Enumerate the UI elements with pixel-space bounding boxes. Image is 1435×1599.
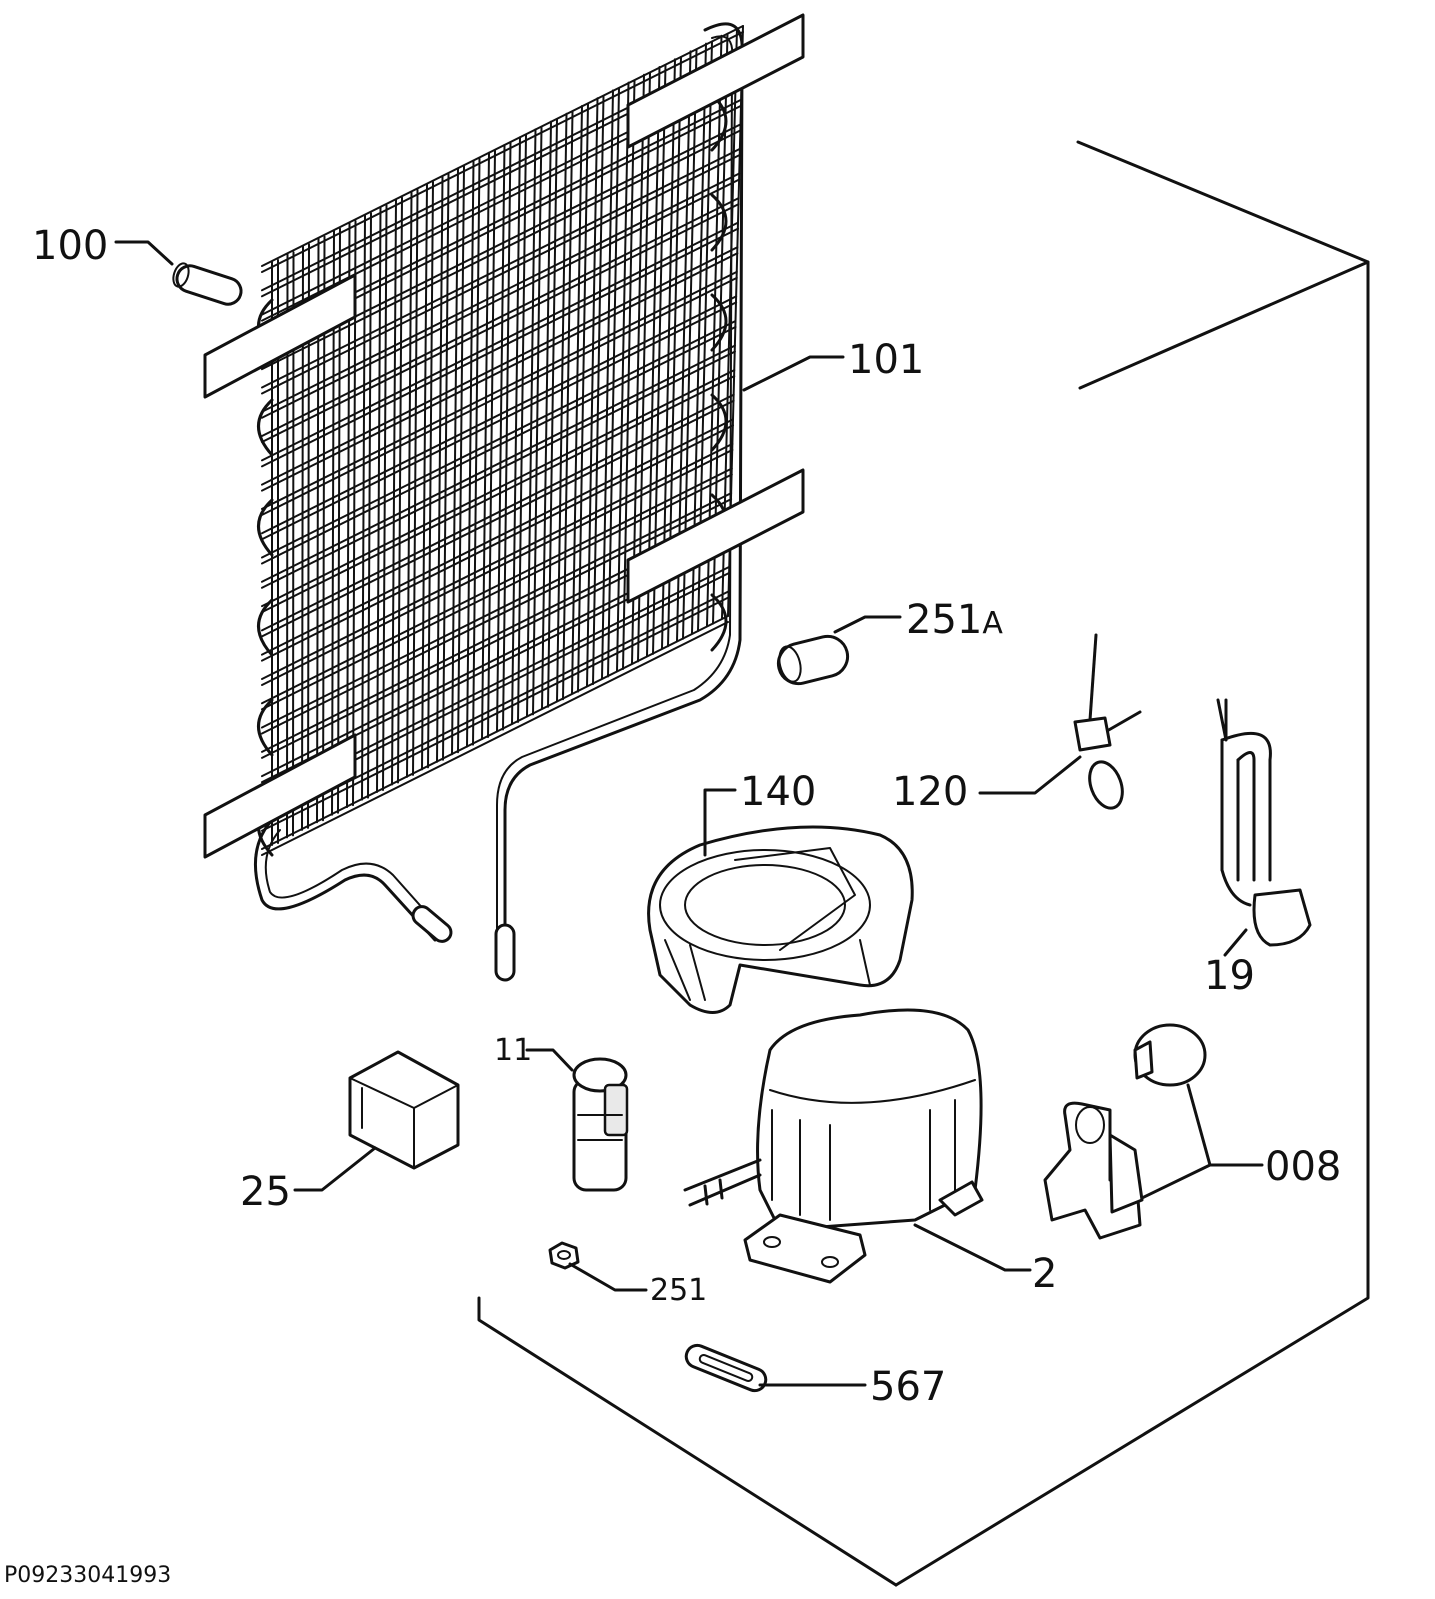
label-251: 251 xyxy=(650,1273,708,1308)
label-11: 11 xyxy=(494,1033,533,1068)
label-008: 008 xyxy=(1265,1144,1342,1190)
starter-relay-11 xyxy=(572,1057,629,1192)
condenser-grid xyxy=(203,13,805,982)
label-2: 2 xyxy=(1032,1251,1058,1297)
grommet-251a xyxy=(776,634,850,686)
drawing-code: P09233041993 xyxy=(4,1563,172,1588)
capacitor-box-25 xyxy=(348,1050,460,1170)
label-567: 567 xyxy=(870,1364,947,1410)
label-251a-number: 251 xyxy=(906,597,983,643)
drip-tray-140 xyxy=(647,825,914,1014)
nut-251 xyxy=(548,1241,580,1270)
label-251a-suffix: A xyxy=(982,606,1003,641)
power-cord-19 xyxy=(1216,698,1312,947)
clip-567 xyxy=(684,1343,768,1393)
sleeve-100 xyxy=(172,262,243,306)
clip-120 xyxy=(1073,633,1142,810)
overload-relay-008 xyxy=(1043,1023,1207,1240)
cabinet-outline xyxy=(477,140,1370,1587)
label-251a: 251A xyxy=(906,600,1003,640)
compressor-2 xyxy=(683,1008,984,1284)
label-19: 19 xyxy=(1204,953,1255,999)
label-101: 101 xyxy=(848,337,925,383)
label-25: 25 xyxy=(240,1169,291,1215)
label-140: 140 xyxy=(740,769,817,815)
leader-lines xyxy=(114,240,1264,1387)
label-120: 120 xyxy=(892,769,969,815)
label-100: 100 xyxy=(32,223,109,269)
